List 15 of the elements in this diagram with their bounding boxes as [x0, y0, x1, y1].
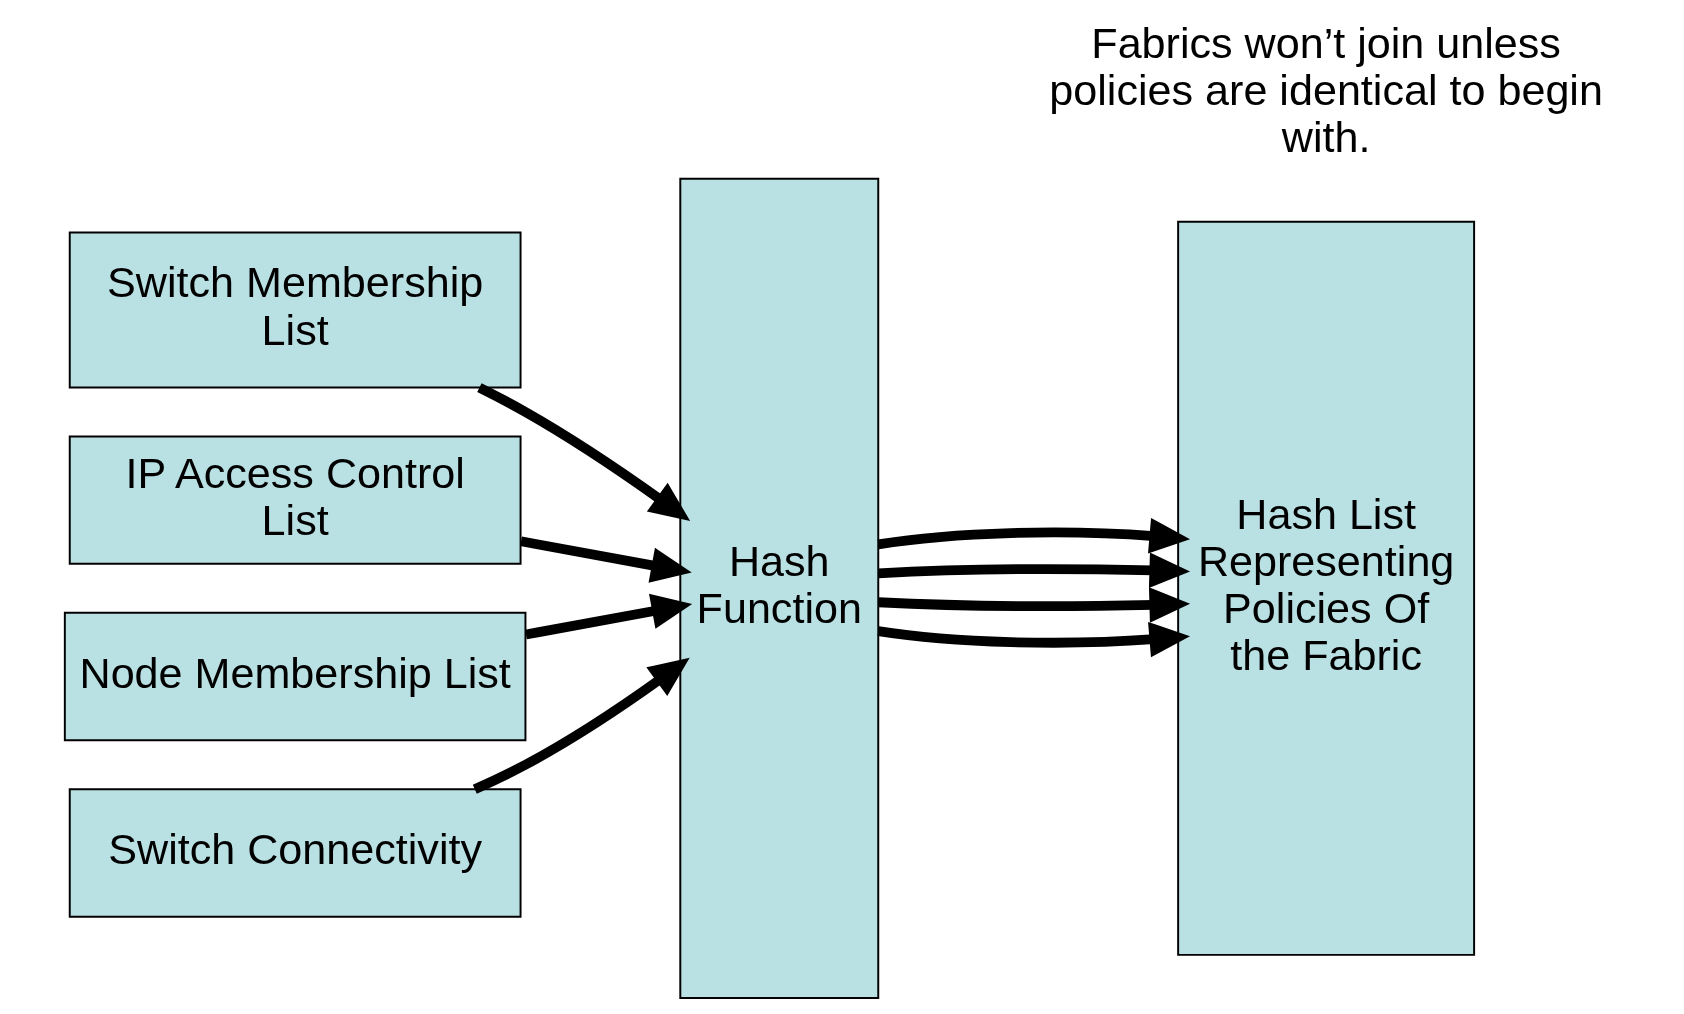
- arrow: [878, 587, 1191, 623]
- arrow: [520, 536, 692, 583]
- node-box: Node Membership List: [63, 611, 527, 742]
- node-box: IP Access Control List: [68, 435, 522, 565]
- node-box: Switch Connectivity: [68, 788, 522, 918]
- arrow: [877, 518, 1191, 554]
- arrow: [525, 593, 693, 640]
- label: Fabrics won’t join unless policies are identical to begin with.: [1049, 19, 1603, 162]
- arrow: [877, 621, 1191, 658]
- node-box: Switch Membership List: [68, 231, 522, 389]
- arrow: [472, 657, 690, 794]
- arrow: [878, 552, 1191, 589]
- node-box: Hash List Representing Policies Of the Fabric: [1177, 220, 1476, 956]
- node-box: Hash Function: [679, 177, 880, 999]
- arrow: [477, 383, 691, 522]
